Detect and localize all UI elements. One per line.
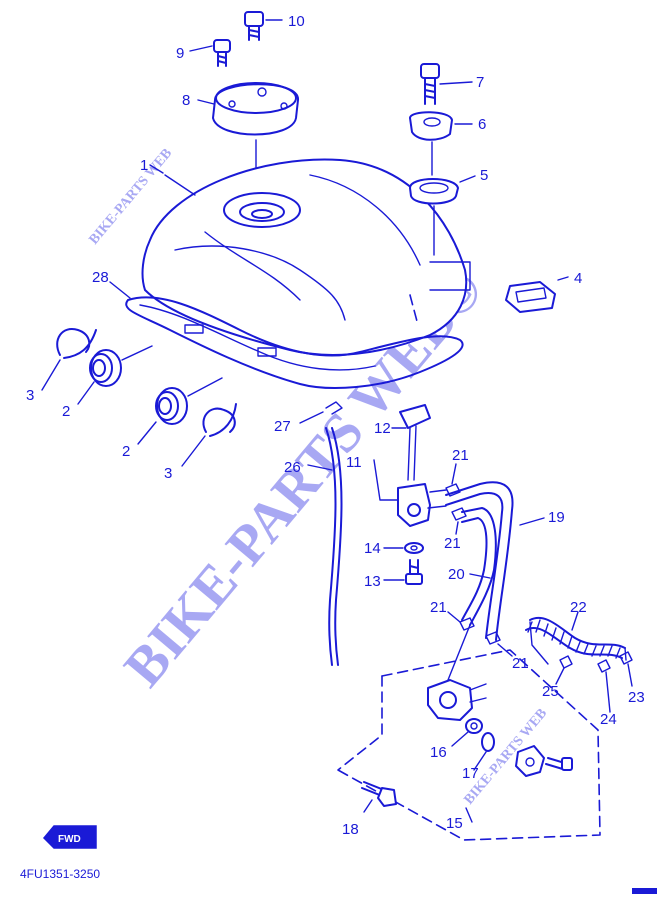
part-4-damper-block xyxy=(505,276,569,313)
part-label-21d: 21 xyxy=(512,655,529,672)
part-label-3b: 3 xyxy=(164,465,172,482)
part-27-clip xyxy=(299,401,343,424)
part-25-clip xyxy=(555,655,573,685)
part-3-clamp-a xyxy=(41,328,97,391)
part-21-clip-b xyxy=(451,507,467,535)
part-3-clamp-b xyxy=(181,403,237,467)
part-2-grommet-b xyxy=(137,377,223,445)
part-label-20: 20 xyxy=(448,566,465,583)
part-label-11: 11 xyxy=(346,454,362,471)
part-label-27: 27 xyxy=(274,418,291,435)
part-label-19: 19 xyxy=(548,509,565,526)
part-label-22: 22 xyxy=(570,599,587,616)
part-label-17: 17 xyxy=(462,765,479,782)
part-label-2a: 2 xyxy=(62,403,70,420)
part-21-clip-d xyxy=(485,631,513,657)
part-label-9: 9 xyxy=(176,45,184,62)
fwd-arrow-icon: FWD xyxy=(42,825,97,849)
part-label-14: 14 xyxy=(364,540,381,557)
part-label-4: 4 xyxy=(574,270,582,287)
drawing-code: 4FU1351-3250 xyxy=(20,867,100,881)
part-5-damper xyxy=(409,175,476,256)
part-22-hose xyxy=(525,611,627,665)
part-label-5: 5 xyxy=(480,167,488,184)
part-label-10: 10 xyxy=(288,13,305,30)
part-11-fuel-cock xyxy=(373,459,447,527)
part-label-2b: 2 xyxy=(122,443,130,460)
part-20-hose xyxy=(461,507,497,626)
part-label-8: 8 xyxy=(182,92,190,109)
part-26-breather-hose xyxy=(307,427,343,666)
part-17-o-ring xyxy=(473,732,495,771)
part-16-grommet xyxy=(451,718,483,747)
part-label-23: 23 xyxy=(628,689,645,706)
part-label-26: 26 xyxy=(284,459,301,476)
part-label-7: 7 xyxy=(476,74,484,91)
part-15-fuel-pump-assembly xyxy=(337,649,601,841)
part-label-21c: 21 xyxy=(430,599,447,616)
part-label-16: 16 xyxy=(430,744,447,761)
pump-bracket xyxy=(515,745,573,777)
part-label-6: 6 xyxy=(478,116,486,133)
part-6-bracket xyxy=(409,111,473,176)
part-2-grommet-a xyxy=(77,345,153,405)
part-14-washer xyxy=(383,542,424,554)
part-24-clip xyxy=(597,659,611,713)
part-8-cap-plate xyxy=(197,82,300,196)
part-23-clip xyxy=(619,651,633,687)
part-19-hose xyxy=(445,481,545,641)
part-label-21a: 21 xyxy=(452,447,469,464)
fwd-label: FWD xyxy=(58,834,81,845)
part-1-fuel-tank xyxy=(141,158,471,356)
part-label-18: 18 xyxy=(342,821,359,838)
part-28-trim-frame xyxy=(109,281,464,389)
fuel-pump-body xyxy=(427,624,487,721)
part-label-15: 15 xyxy=(446,815,463,832)
part-number-labels: 10 9 8 7 6 5 1 4 28 3 2 2 3 27 12 11 26 … xyxy=(26,13,645,838)
part-18-bolt xyxy=(361,781,397,813)
part-label-25: 25 xyxy=(542,683,559,700)
part-21-clip-c xyxy=(447,611,475,631)
part-label-28: 28 xyxy=(92,269,109,286)
part-13-bolt xyxy=(383,559,423,585)
part-10-bolt xyxy=(244,11,283,41)
part-12-filter xyxy=(391,404,431,481)
part-7-bolt xyxy=(420,63,473,105)
part-label-12: 12 xyxy=(374,420,391,437)
part-label-3a: 3 xyxy=(26,387,34,404)
part-label-21b: 21 xyxy=(444,535,461,552)
part-label-13: 13 xyxy=(364,573,381,590)
part-label-1: 1 xyxy=(140,157,148,174)
page-corner-mark xyxy=(632,888,657,894)
part-9-bolt xyxy=(189,39,231,67)
part-label-24: 24 xyxy=(600,711,617,728)
